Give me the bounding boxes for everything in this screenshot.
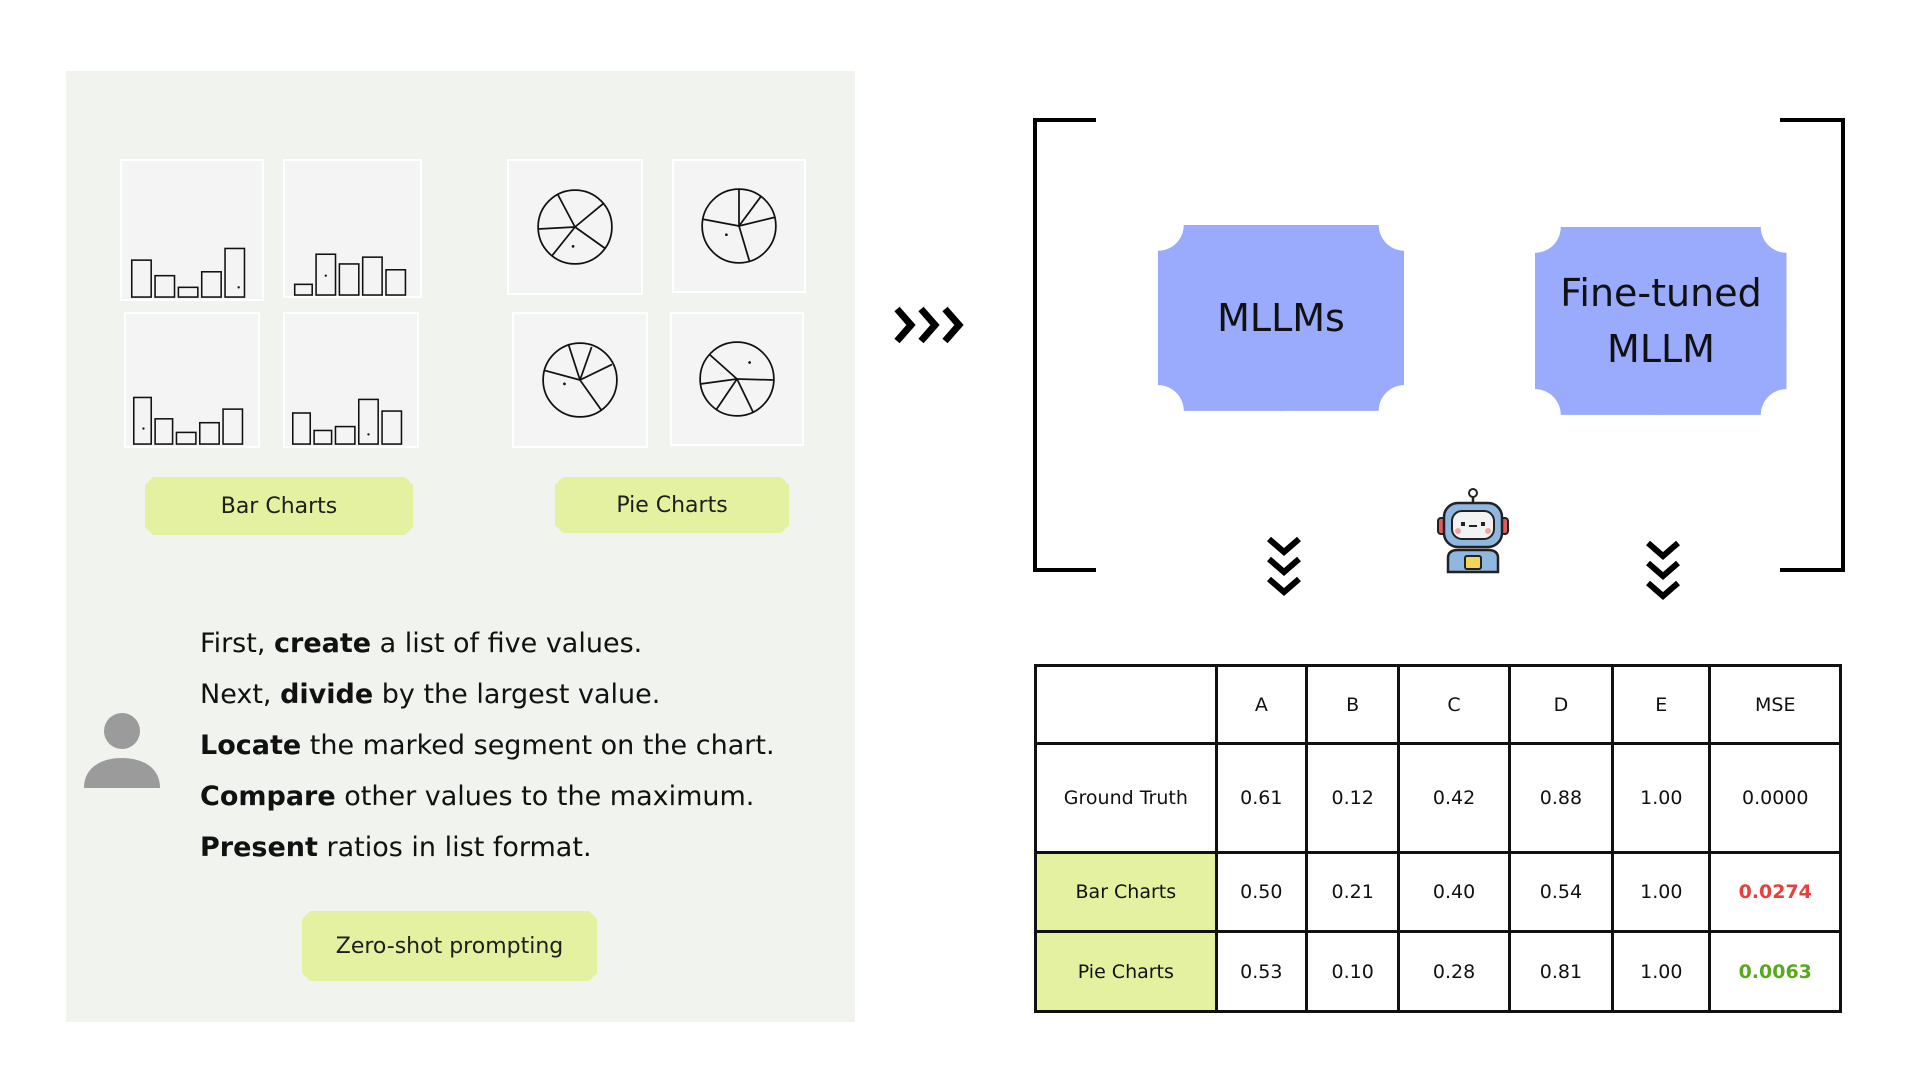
table-header-cell: E bbox=[1611, 664, 1712, 745]
zero-shot-prompting-tag: Zero-shot prompting bbox=[302, 911, 597, 981]
results-table: A B C D E MSE Ground Truth 0.61 0.12 0.4… bbox=[1034, 664, 1842, 1013]
mse-cell: 0.0000 bbox=[1708, 742, 1842, 854]
row-label: Bar Charts bbox=[1034, 851, 1218, 933]
triple-chevron-down-icon bbox=[1265, 535, 1303, 603]
table-cell: 1.00 bbox=[1611, 742, 1712, 854]
table-row: Ground Truth 0.61 0.12 0.42 0.88 1.00 0.… bbox=[1034, 742, 1842, 854]
bar-charts-tag: Bar Charts bbox=[145, 477, 413, 535]
table-cell: 0.61 bbox=[1214, 742, 1309, 854]
table-header-cell: A bbox=[1214, 664, 1309, 745]
table-header-cell: D bbox=[1507, 664, 1615, 745]
bar-chart-thumbnail bbox=[283, 312, 419, 448]
table-cell: 0.40 bbox=[1397, 851, 1511, 933]
mse-cell: 0.0063 bbox=[1708, 930, 1842, 1013]
mllms-box: MLLMs bbox=[1158, 225, 1404, 411]
robot-icon bbox=[1436, 488, 1510, 574]
bar-chart-thumbnail bbox=[283, 159, 422, 298]
left-bracket bbox=[1032, 117, 1096, 573]
bar-chart-thumbnail bbox=[120, 159, 264, 301]
prompt-line: Present ratios in list format. bbox=[200, 832, 592, 863]
pie-chart-thumbnail bbox=[672, 159, 806, 293]
table-cell: 0.50 bbox=[1214, 851, 1309, 933]
table-cell: 0.81 bbox=[1507, 930, 1615, 1013]
pie-chart-thumbnail bbox=[512, 312, 648, 448]
mse-cell: 0.0274 bbox=[1708, 851, 1842, 933]
table-header-row: A B C D E MSE bbox=[1034, 664, 1842, 745]
table-cell: 0.88 bbox=[1507, 742, 1615, 854]
table-row: Pie Charts 0.53 0.10 0.28 0.81 1.00 0.00… bbox=[1034, 930, 1842, 1013]
table-cell: 0.10 bbox=[1304, 930, 1401, 1013]
table-cell: 1.00 bbox=[1611, 851, 1712, 933]
prompt-line: Compare other values to the maximum. bbox=[200, 781, 755, 812]
prompt-line: Next, divide by the largest value. bbox=[200, 679, 661, 710]
table-row: Bar Charts 0.50 0.21 0.40 0.54 1.00 0.02… bbox=[1034, 851, 1842, 933]
table-header-cell bbox=[1034, 664, 1218, 745]
table-header-cell: C bbox=[1397, 664, 1511, 745]
row-label: Ground Truth bbox=[1034, 742, 1218, 854]
pie-chart-thumbnail bbox=[507, 159, 643, 295]
table-cell: 0.42 bbox=[1397, 742, 1511, 854]
table-cell: 0.21 bbox=[1304, 851, 1401, 933]
table-cell: 0.54 bbox=[1507, 851, 1615, 933]
table-header-cell: MSE bbox=[1708, 664, 1842, 745]
table-cell: 1.00 bbox=[1611, 930, 1712, 1013]
triple-chevron-down-icon bbox=[1644, 539, 1682, 607]
user-icon bbox=[82, 710, 162, 790]
table-header-cell: B bbox=[1304, 664, 1401, 745]
prompt-line: Locate the marked segment on the chart. bbox=[200, 730, 775, 761]
right-bracket bbox=[1780, 117, 1846, 573]
table-cell: 0.12 bbox=[1304, 742, 1401, 854]
table-cell: 0.28 bbox=[1397, 930, 1511, 1013]
pie-charts-tag: Pie Charts bbox=[555, 477, 789, 533]
pie-chart-thumbnail bbox=[670, 312, 804, 446]
table-cell: 0.53 bbox=[1214, 930, 1309, 1013]
prompt-line: First, create a list of five values. bbox=[200, 628, 643, 659]
triple-chevron-right-icon bbox=[893, 304, 973, 346]
bar-chart-thumbnail bbox=[124, 312, 260, 448]
row-label: Pie Charts bbox=[1034, 930, 1218, 1013]
